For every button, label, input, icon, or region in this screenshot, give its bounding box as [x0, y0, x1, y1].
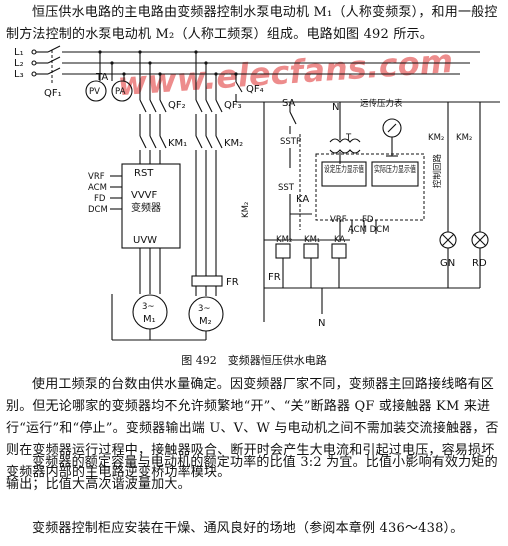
- label-n-top: N: [332, 102, 339, 113]
- set-pressure-display: [321, 161, 367, 187]
- label-km2-r1: KM₂: [428, 133, 444, 143]
- label-sa: SA: [282, 98, 296, 109]
- label-acm-dcm: ACM DCM: [348, 225, 389, 235]
- label-vrf2: VRF: [330, 215, 347, 225]
- power-bus: L₁ L₂ L₃ QF₁: [14, 45, 480, 99]
- voltmeter-pv: [85, 80, 107, 102]
- circuit-diagram: www.elecfans.com L₁ L₂ L₃ QF₁ TA PV PA: [14, 44, 500, 341]
- label-ka: KA: [296, 194, 309, 205]
- label-actual-pressure: 实际压力显示值: [374, 164, 416, 175]
- label-l2: L₂: [14, 58, 24, 69]
- label-l1: L₁: [14, 47, 24, 58]
- terminal-l1: [31, 49, 37, 55]
- intro-paragraph: 恒压供水电路的主电路由变频器控制水泵电动机 M₁（人称变频泵），和用一般控制方法…: [6, 5, 498, 42]
- label-vrf: VRF: [88, 172, 105, 182]
- label-control-circuit: 控制回路: [432, 153, 443, 188]
- label-set-pressure: 设定压力显示值: [324, 164, 364, 175]
- label-coil-ka: KA: [334, 235, 345, 245]
- label-n-bottom: N: [318, 318, 325, 329]
- label-fd2: FD: [362, 215, 374, 225]
- label-pv: PV: [89, 87, 100, 97]
- label-acm: ACM: [88, 183, 107, 193]
- label-t: T: [345, 133, 352, 143]
- control-circuit: SA SSTP SST KA N T 远传压力表 设定压力显示值 实际压力显示值…: [241, 98, 489, 329]
- coil-km1: [303, 243, 319, 259]
- label-ta: TA: [95, 72, 108, 83]
- label-fd: FD: [94, 194, 106, 204]
- label-inverter: 变频器: [131, 201, 161, 214]
- label-dcm: DCM: [88, 205, 108, 215]
- actual-pressure-display: [371, 161, 419, 187]
- label-rst: RST: [134, 168, 154, 179]
- label-vvvf: VVVF: [131, 190, 158, 201]
- ammeter-pa: [111, 80, 133, 102]
- coil-km2: [275, 243, 291, 259]
- label-m2-sym: 3~: [198, 304, 211, 314]
- label-l3: L₃: [14, 69, 24, 80]
- label-m2: M₂: [199, 316, 212, 327]
- label-m1: M₁: [143, 314, 156, 325]
- label-fr: FR: [226, 277, 239, 288]
- control-supply: QF₄: [234, 72, 500, 322]
- label-coil-km2: KM₂: [276, 235, 292, 245]
- label-km1: KM₁: [168, 138, 187, 149]
- branch-inverter: QF₂ KM₁ RST VVVF 变频器 UVW VRF ACM FD DCM …: [88, 50, 187, 341]
- branch-direct: QF₃ KM₂ FR 3~ M₂: [150, 50, 243, 341]
- body-paragraph-2: 变频器的额定容量与电动机的额定功率的比值 3:2 为宜。比值小影响有效力矩的输出…: [6, 455, 498, 492]
- terminal-l2: [31, 60, 37, 66]
- label-km2-left: KM₂: [241, 202, 251, 218]
- label-km2: KM₂: [224, 138, 243, 149]
- label-qf3: QF₃: [224, 100, 242, 111]
- body-paragraph-1: 使用工频泵的台数由供水量确定。因变频器厂家不同，变频器主回路接线略有区别。但无论…: [6, 377, 499, 480]
- meters: TA PV PA: [85, 52, 133, 102]
- label-pressure-gauge: 远传压力表: [360, 98, 403, 109]
- body-paragraph-3: 变频器控制柜应安装在干燥、通风良好的场地（参阅本章例 436～438）。: [32, 521, 464, 536]
- label-qf4: QF₄: [246, 84, 264, 95]
- label-qf2: QF₂: [168, 100, 186, 111]
- label-sst: SST: [278, 183, 295, 193]
- label-m1-sym: 3~: [142, 302, 155, 312]
- coil-ka: [331, 243, 347, 259]
- label-fr-contact: FR: [268, 272, 281, 283]
- label-qf1: QF₁: [44, 88, 62, 99]
- label-coil-km1: KM₁: [304, 235, 320, 245]
- terminal-l3: [31, 71, 37, 77]
- figure-caption: 图 492 变频器恒压供水电路: [181, 354, 327, 367]
- label-uvw: UVW: [133, 235, 157, 246]
- inverter-vvvf: [121, 163, 181, 249]
- pid-controller-box: [315, 153, 425, 221]
- label-pa: PA: [115, 87, 126, 97]
- label-sstp: SSTP: [280, 137, 301, 147]
- thermal-relay-fr: [191, 275, 223, 287]
- label-km2-r2: KM₂: [456, 133, 472, 143]
